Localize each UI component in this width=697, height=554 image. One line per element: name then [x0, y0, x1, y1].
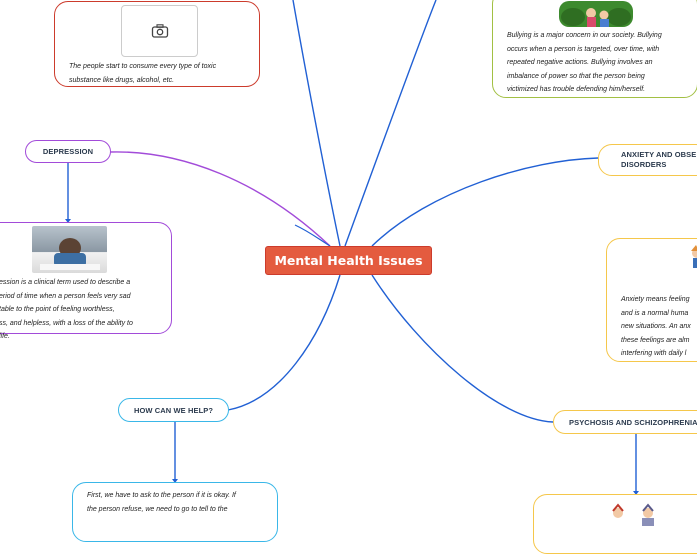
link-to-anxiety — [371, 157, 599, 247]
help-note[interactable]: First, we have to ask to the person if i… — [72, 482, 278, 542]
anxiety-label: ANXIETY AND OBSE DISORDERS — [621, 150, 697, 169]
link-to-drugs — [292, 0, 341, 247]
bullying-note[interactable]: Bullying is a major concern in our socie… — [492, 0, 697, 98]
depression-photo — [32, 226, 107, 273]
image-placeholder — [121, 5, 198, 57]
link-to-depression — [109, 151, 331, 247]
drugs-text: The people start to consume every type o… — [69, 63, 217, 84]
depression-note[interactable]: ession is a clinical term used to descri… — [0, 222, 172, 340]
depression-text: ession is a clinical term used to descri… — [0, 279, 133, 340]
help-text: First, we have to ask to the person if i… — [87, 492, 236, 513]
bullying-text: Bullying is a major concern in our socie… — [507, 32, 662, 93]
anxiety-note[interactable]: Anxiety means feeling and is a normal hu… — [606, 238, 697, 362]
anxiety-text: Anxiety means feeling and is a normal hu… — [621, 296, 691, 357]
link-to-bullying — [344, 0, 437, 247]
help-node[interactable]: HOW CAN WE HELP? — [118, 398, 229, 422]
depression-node[interactable]: DEPRESSION — [25, 140, 111, 163]
psychosis-node[interactable]: PSYCHOSIS AND SCHIZOPHRENIA — [553, 410, 697, 434]
bullying-illustration — [559, 1, 633, 27]
drugs-note[interactable]: The people start to consume every type o… — [54, 1, 260, 87]
anxiety-node[interactable]: ANXIETY AND OBSE DISORDERS — [598, 144, 697, 176]
psychosis-illustration — [612, 503, 654, 526]
connector-layer — [65, 0, 639, 495]
link-to-psychosis — [371, 274, 554, 423]
anxiety-illustration — [691, 245, 697, 268]
link-to-help — [227, 274, 341, 411]
camera-icon — [151, 24, 168, 38]
arrowhead-psychosis — [633, 491, 639, 495]
arrowhead-depression — [65, 219, 71, 223]
central-topic[interactable]: Mental Health Issues — [265, 246, 432, 275]
arrowhead-help — [172, 479, 178, 483]
psychosis-note[interactable] — [533, 494, 697, 554]
